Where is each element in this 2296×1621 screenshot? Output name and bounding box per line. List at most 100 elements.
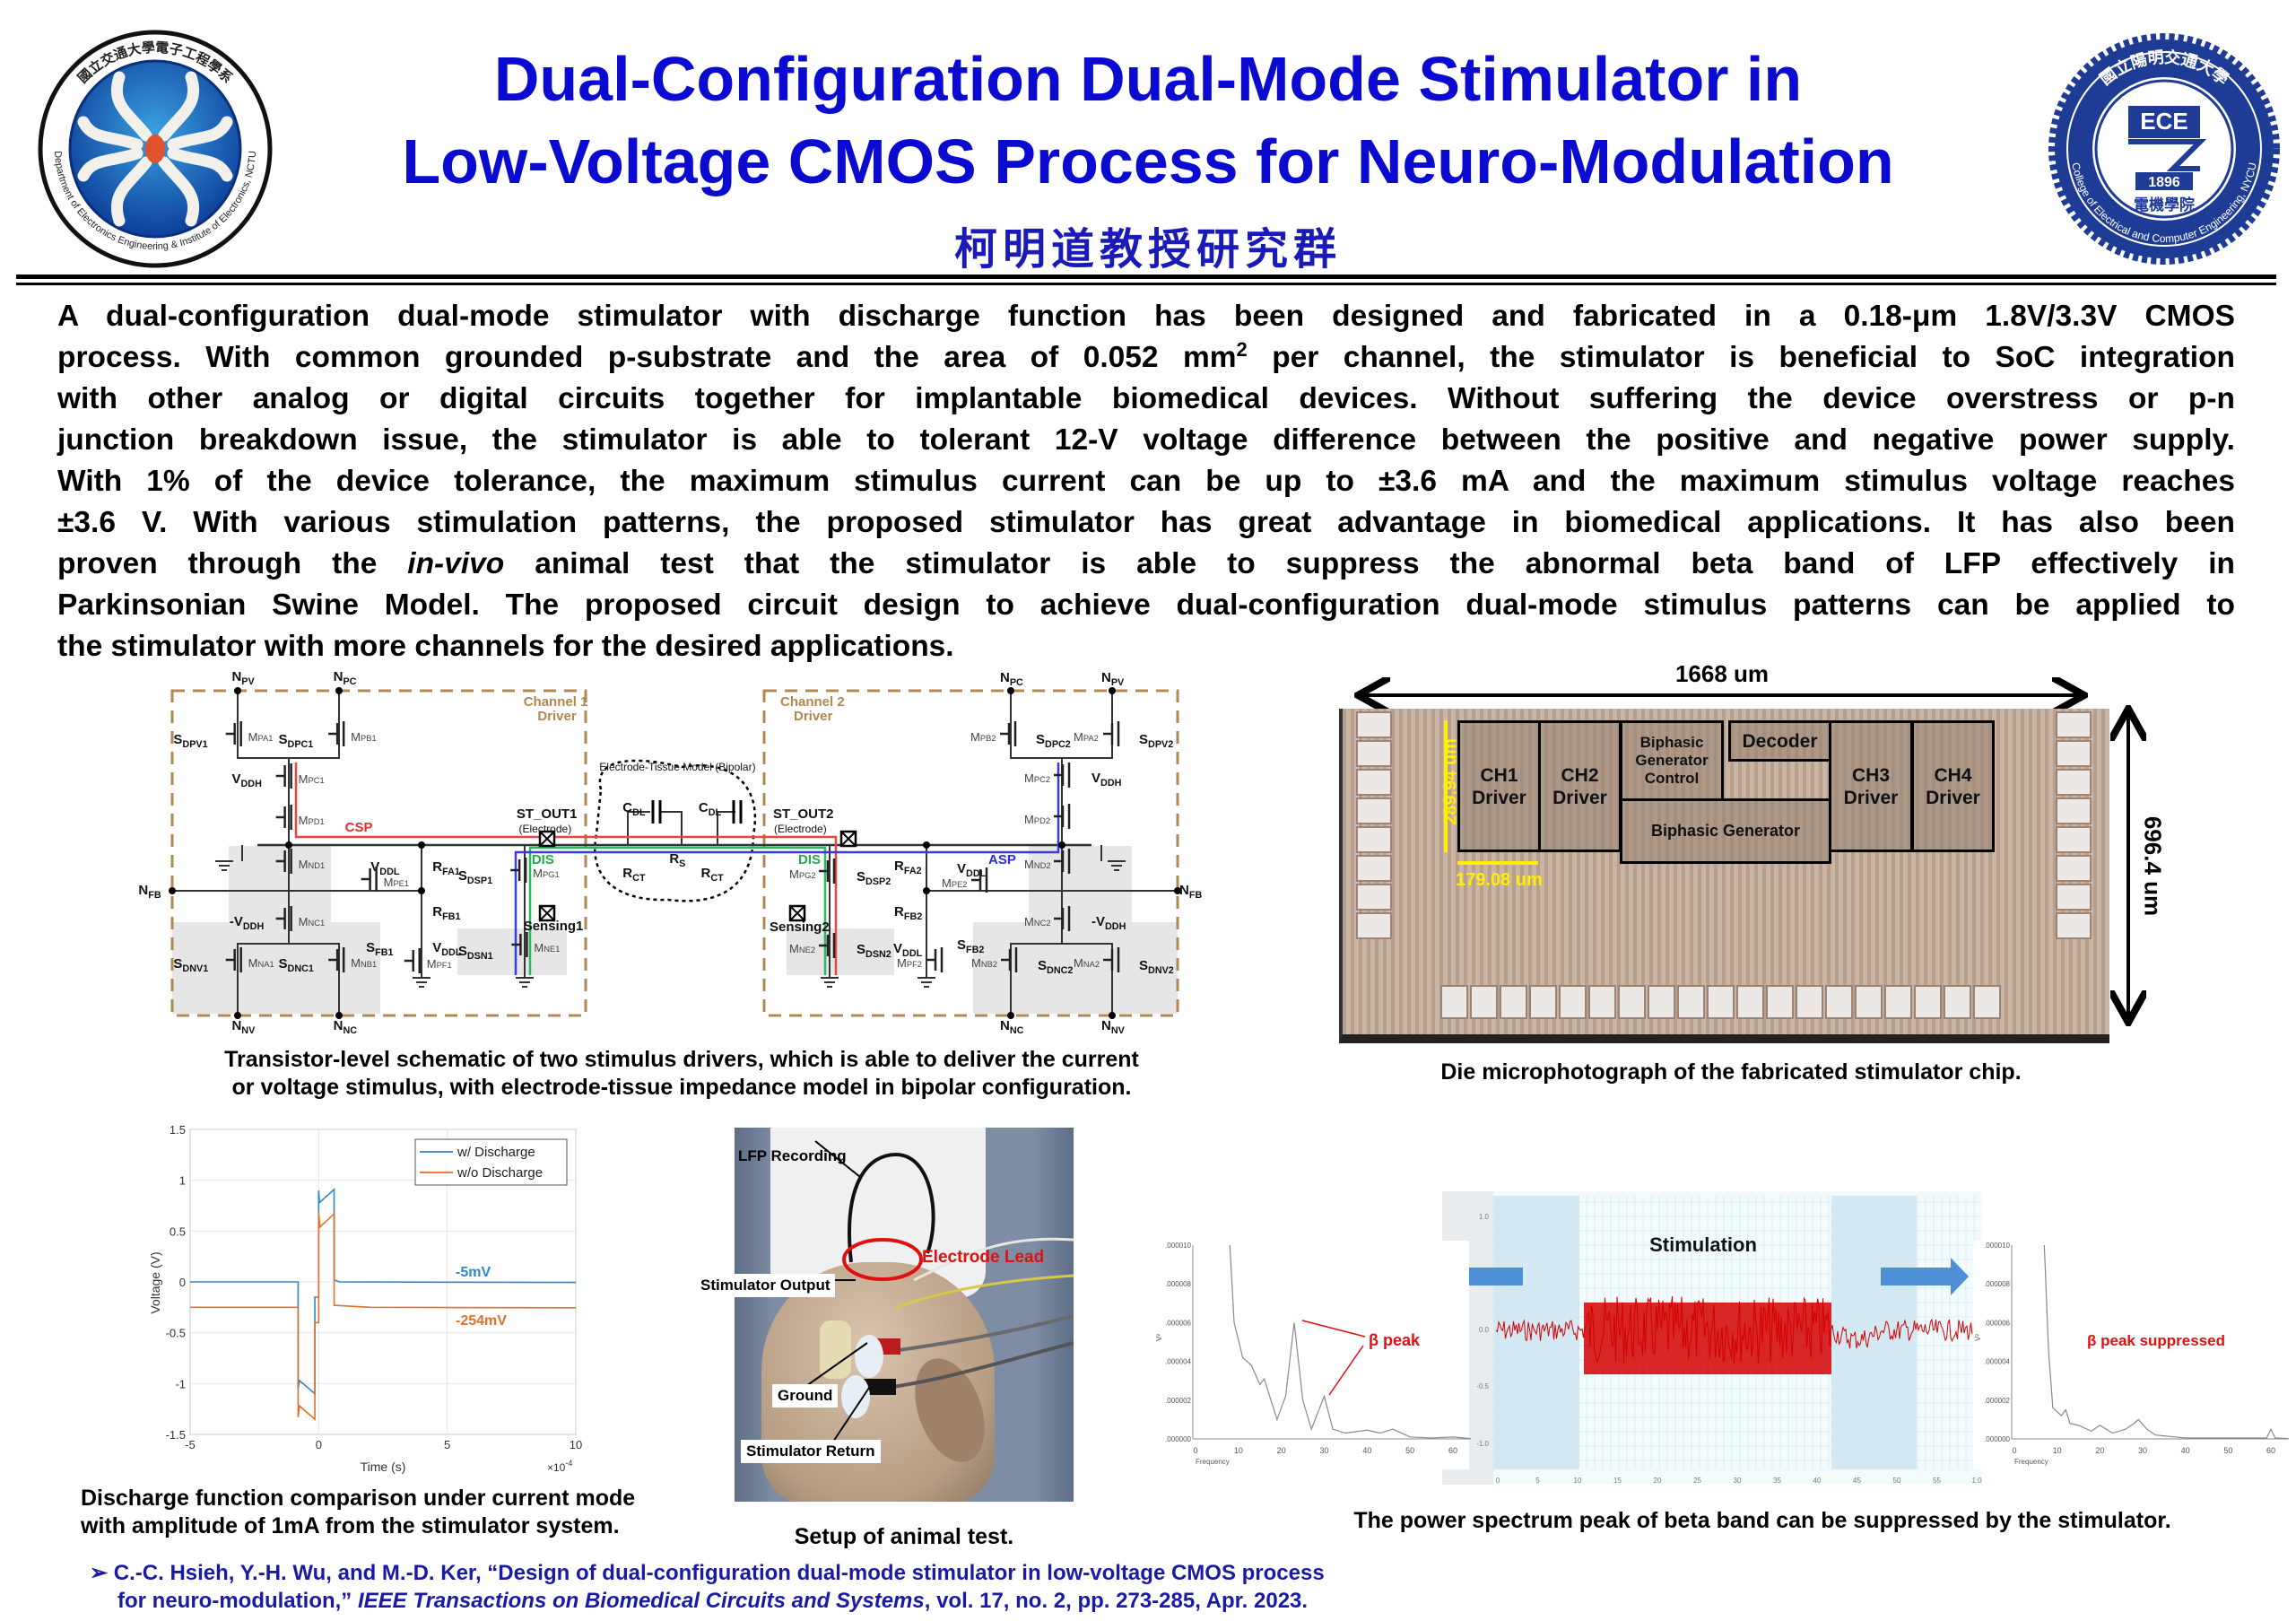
schematic-label: MNB2 [971,956,997,970]
schematic-label: MPF2 [897,956,922,970]
y-tick-label: .000000 [1984,1435,2010,1443]
lfp-y-tick: -1.0 [1476,1440,1489,1448]
die-block-decoder: Decoder [1728,720,1831,762]
schematic-label: SDPV2 [1139,732,1173,750]
x-tick-label: 50 [2223,1446,2232,1455]
node-dot [335,1012,343,1019]
y-tick-label: -1.5 [166,1428,186,1442]
node-dot [418,887,425,894]
shaded-region [973,922,1178,1014]
transistor-icon [971,867,988,893]
y-tick-label: 1.5 [170,1123,186,1137]
schematic-label: MNB1 [351,956,377,970]
transistor-icon [1054,763,1071,788]
x-tick-label: 0 [316,1438,322,1451]
bond-pad [1356,711,1392,738]
ground-icon [821,977,839,988]
transistor-icon [1054,906,1071,931]
transistor-icon [404,948,421,973]
lfp-x-tick: 5 [1535,1477,1540,1485]
lfp-x-tick: 40 [1813,1477,1822,1485]
schematic-label: NPC [1000,670,1023,688]
bond-pad [1618,985,1646,1019]
schematic-label: SDPV1 [173,732,207,750]
die-block-ch4-driver: CH4 Driver [1911,720,1995,852]
die-block-ch1-driver: CH1 Driver [1457,720,1541,852]
x-tick-label: 40 [1362,1446,1371,1455]
bond-pad [1825,985,1853,1019]
schematic-label: (Electrode) [519,823,572,835]
stimulation-label: Stimulation [1649,1233,1757,1256]
bond-pad [2056,797,2092,824]
abstract-text: with other analog or digital circuits to… [57,382,2235,415]
node-dot [335,687,343,694]
node-dot [1007,1012,1014,1019]
schematic-label: ST_OUT2 [773,806,834,822]
header-rule [16,275,2276,279]
schematic-label: SDPC2 [1036,732,1071,750]
y-tick-label: .000004 [1165,1358,1191,1366]
node-dot [169,887,176,894]
schematic-label: MND2 [1024,858,1051,871]
lfp-x-tick: 0 [1496,1477,1500,1485]
x-axis-multiplier: ×10-4 [547,1459,572,1474]
schematic-label: SDSN1 [458,944,493,962]
shaded-region [1029,846,1132,922]
schematic-label: SFB1 [366,940,393,958]
ground-icon [413,977,430,988]
dis-path [528,846,827,975]
schematic-label: MNE1 [534,941,560,954]
legend-label: w/ Discharge [457,1145,535,1160]
bond-pad [1356,769,1392,796]
bond-pad [1356,740,1392,767]
schematic-label: SDSP2 [857,869,891,887]
schematic-label: VDDL [432,940,462,958]
abstract-line: With 1% of the device tolerance, the max… [57,461,2235,502]
schematic-label: NNV [231,1018,256,1036]
abstract-text: ±3.6 V. With various stimulation pattern… [57,506,2235,539]
die-block-biphasic-generator-control: Biphasic Generator Control [1620,720,1724,801]
channel2-driver-box [762,689,1179,1017]
node-dot [234,687,241,694]
transistor-icon [510,858,527,883]
bond-pad [1500,985,1527,1019]
schematic-label: (Electrode) [774,823,827,835]
y-tick-label: .000010 [1165,1242,1191,1250]
die-height-label: 696.4 um [2139,815,2167,917]
schematic-label: RFA2 [894,858,922,876]
abstract-line: junction breakdown issue, the stimulator… [57,420,2235,461]
bond-pad [1356,797,1392,824]
schematic-label: ASP [988,852,1016,867]
logo-badge-text: ECE [2140,108,2187,135]
schematic-label: RCT [622,866,646,884]
schematic-label: MPB2 [970,730,996,744]
x-tick-label: 10 [1234,1446,1243,1455]
driver-width-arrow [1457,861,1538,865]
stimulation-artifact [1584,1303,1831,1374]
reference-line: C.-C. Hsieh, Y.-H. Wu, and M.-D. Ker, “D… [113,1561,1325,1585]
beta-suppressed-label: β peak suppressed [2087,1332,2225,1349]
wire [717,811,735,845]
spectrum-caption: The power spectrum peak of beta band can… [1353,1508,2171,1533]
annotation-blue: -5mV [456,1265,491,1280]
label-lfp-recording: LFP Recording [738,1147,847,1164]
schematic-label: MPB1 [351,730,377,744]
schematic-label: NNC [1000,1018,1024,1036]
arrow-right-icon [1881,1258,1969,1295]
transistor-icon [275,763,292,789]
abstract-text: proven through the [57,547,408,580]
transistor-icon [328,721,345,746]
lfp-y-tick: 1.0 [1479,1213,1490,1221]
schematic-label: MPG1 [533,867,560,880]
wire [627,811,650,845]
label-ground: Ground [772,1384,839,1407]
schematic-label: VDDH [1091,771,1122,789]
y-axis-label: Voltage (V) [148,1251,162,1313]
abstract-text: the stimulator with more channels for th… [57,630,954,663]
node-dot [285,841,292,849]
transistor-icon [328,947,345,972]
spectrum-curve [1229,1244,1471,1440]
schematic-label: NNC [334,1018,358,1036]
